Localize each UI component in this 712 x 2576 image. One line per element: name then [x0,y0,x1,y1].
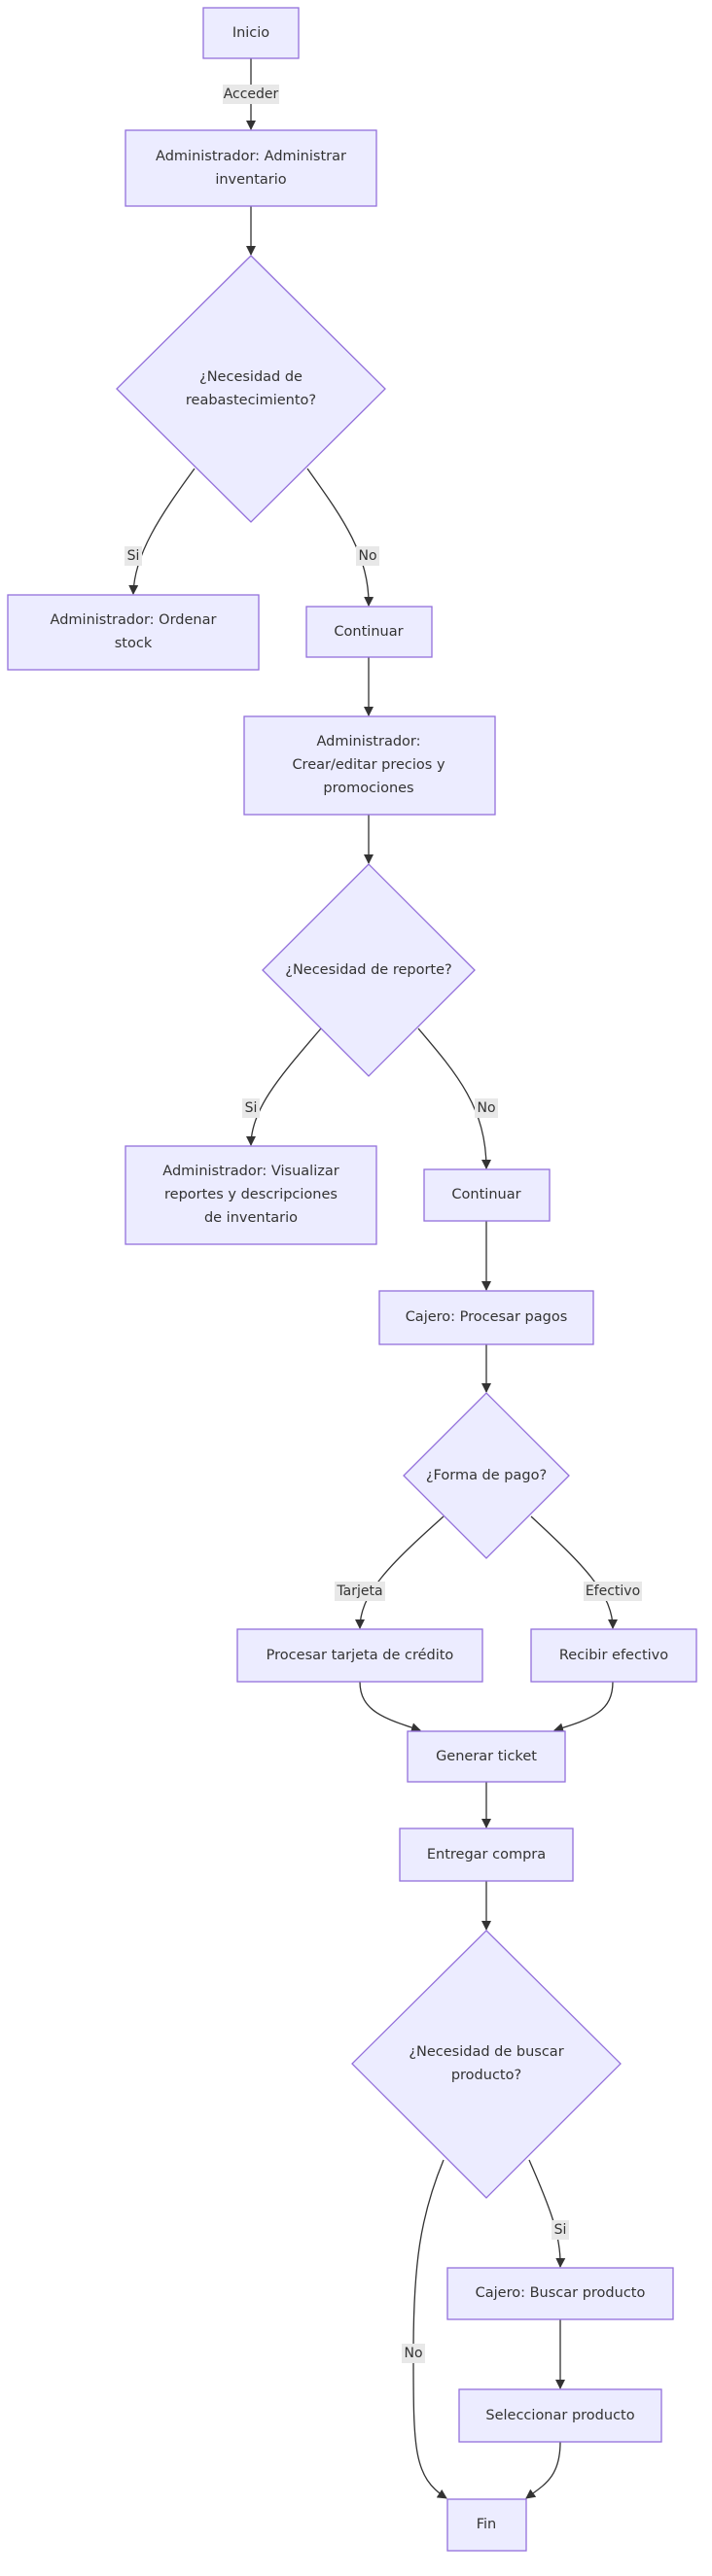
node-label-line: stock [115,636,153,651]
decision-reabastecimiento: ¿Necesidad de reabastecimiento? [116,255,386,523]
node-label: Cajero: Buscar producto [476,2285,646,2301]
node-label-line: Administrador: Visualizar [162,1164,338,1179]
node-cajero-buscar: Cajero: Buscar producto [446,2267,674,2320]
edge-label-no-reabastecimiento: No [356,546,379,566]
edge-q-reabastecimiento-si [128,468,196,595]
edge-label-si-reporte: Si [242,1098,260,1118]
edge-label-efectivo: Efectivo [584,1582,642,1601]
node-admin-inventario: Administrador: Administrar inventario [125,129,377,207]
edge-label-text: Si [554,2222,567,2238]
node-label: Continuar [334,624,403,640]
edge-label-acceder: Acceder [223,85,279,104]
node-label: Generar ticket [436,1749,537,1764]
decision-label-line: ¿Necesidad de [199,369,303,385]
node-label: Recibir efectivo [559,1648,668,1663]
edge-label-no-reporte: No [475,1098,498,1118]
edge-q-forma-pago-tarjeta [355,1515,445,1629]
node-label-line: inventario [215,172,286,188]
node-label-line: reportes y descripciones [164,1187,338,1202]
node-procesar-tarjeta: Procesar tarjeta de crédito [236,1628,483,1683]
edge-q-buscar-no [412,2159,447,2499]
node-label-line: de inventario [204,1210,298,1226]
edge-label-text: No [358,548,376,564]
node-label: Seleccionar producto [485,2408,634,2423]
edge-label-text: No [477,1100,495,1116]
edge-label-text: Efectivo [586,1584,640,1599]
decision-label-line: ¿Necesidad de buscar [409,2044,563,2060]
node-continuar-1: Continuar [305,606,433,658]
edge-q-reporte-no [417,1027,491,1169]
decision-label: ¿Necesidad de reporte? [285,962,451,978]
edge-label-text: Tarjeta [336,1584,382,1599]
node-label: Fin [477,2517,497,2532]
edge-label-si-reabastecimiento: Si [125,546,142,566]
edge-q-reporte-si [246,1027,322,1146]
node-label: Inicio [232,25,269,41]
node-admin-reportes: Administrador: Visualizar reportes y des… [125,1145,377,1245]
edge-seleccionar-to-fin [525,2441,561,2499]
edge-q-buscar-si [528,2159,566,2268]
node-label: Entregar compra [427,1847,546,1862]
edge-label-no-buscar: No [402,2344,425,2363]
node-label-line: Administrador: Administrar [156,149,346,164]
nodes: Inicio Administrador: Administrar invent… [7,7,697,2552]
decision-buscar-producto: ¿Necesidad de buscar producto? [351,1930,622,2199]
decision-label-line: producto? [451,2068,521,2083]
edge-q-forma-pago-efectivo [530,1515,618,1629]
node-label-line: promociones [323,781,413,796]
decision-label-line: reabastecimiento? [186,393,316,408]
node-admin-precios: Administrador: Crear/editar precios y pr… [243,715,496,816]
edge-recibir-efectivo-to-generar-ticket [553,1681,614,1733]
node-admin-ordenar: Administrador: Ordenar stock [7,594,260,671]
node-label-line: Crear/editar precios y [292,757,445,773]
node-label-line: Administrador: [317,734,421,749]
node-cajero-pagos: Cajero: Procesar pagos [378,1290,594,1345]
edge-procesar-tarjeta-to-generar-ticket [359,1681,421,1732]
node-continuar-2: Continuar [423,1168,551,1222]
node-inicio: Inicio [202,7,300,59]
node-label: Cajero: Procesar pagos [406,1309,568,1325]
node-fin: Fin [446,2498,527,2552]
decision-forma-pago: ¿Forma de pago? [403,1392,570,1559]
node-label-line: Administrador: Ordenar [51,612,217,628]
edge-labels: Acceder Si No Si No Tarjeta Efectivo Si [125,85,642,2363]
decision-label: ¿Forma de pago? [426,1468,547,1483]
edge-q-reabastecimiento-no [306,468,374,607]
edge-label-si-buscar: Si [552,2220,569,2240]
node-recibir-efectivo: Recibir efectivo [530,1628,697,1683]
edge-label-tarjeta: Tarjeta [335,1582,385,1601]
node-label: Procesar tarjeta de crédito [267,1648,454,1663]
edge-label-text: Acceder [224,87,279,102]
node-label: Continuar [451,1187,520,1202]
edge-label-text: Si [127,548,140,564]
edge-label-text: Si [245,1100,258,1116]
node-seleccionar-producto: Seleccionar producto [458,2388,662,2443]
decision-reporte: ¿Necesidad de reporte? [262,863,476,1077]
node-entregar-compra: Entregar compra [399,1828,574,1882]
edge-label-text: No [404,2346,422,2361]
node-generar-ticket: Generar ticket [407,1730,566,1783]
